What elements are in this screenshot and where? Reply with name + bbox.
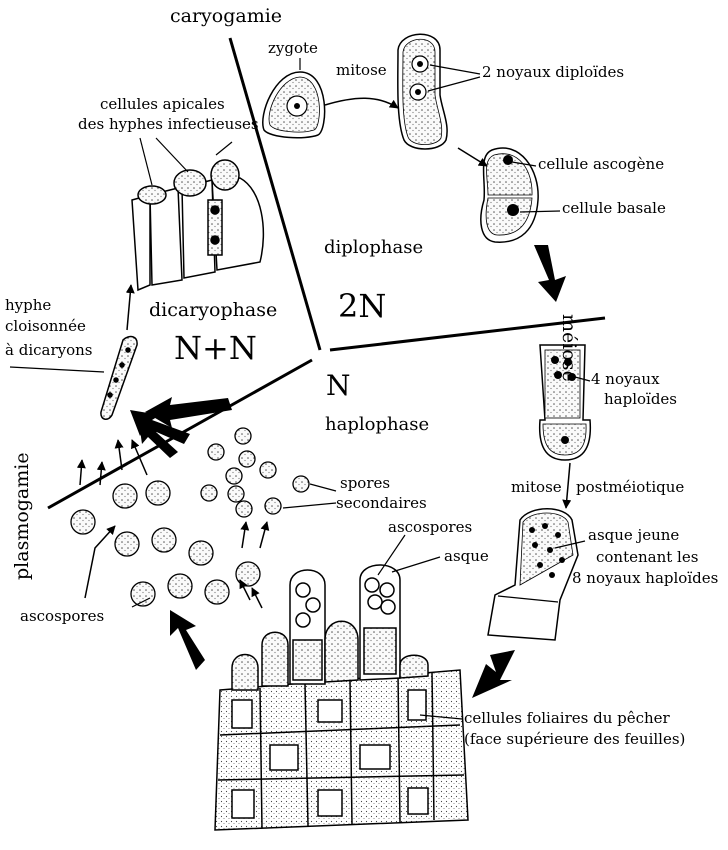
- cellule-basale-label: cellule basale: [562, 199, 666, 217]
- cellule-ascogene-label: cellule ascogène: [538, 155, 665, 173]
- cellules-foliaires-line2-label: (face supérieure des feuilles): [464, 730, 686, 748]
- mitose-postmeiotique-post: postméiotique: [576, 478, 685, 496]
- noyaux-diploides-label: 2 noyaux diploïdes: [482, 63, 625, 81]
- caryogamie-label: caryogamie: [170, 5, 283, 27]
- asci-on-leaf: [231, 564, 429, 691]
- cellules-foliaires-line1-label: cellules foliaires du pêcher: [464, 709, 670, 727]
- mitose-label: mitose: [336, 61, 387, 79]
- hyphae-cluster: [131, 159, 265, 292]
- cycle-arrows: [130, 245, 566, 698]
- hyphe-line3-label: à dicaryons: [5, 341, 93, 359]
- divider-caryogamie-line: [228, 37, 322, 351]
- meiose-label: méiose: [558, 314, 580, 382]
- hyphe-line2-label: cloisonnée: [5, 317, 86, 335]
- leader-lines: [9, 58, 591, 720]
- dicaryotic-hypha: [100, 335, 138, 420]
- zygote-cell: [262, 71, 326, 139]
- diplophase-label: diplophase: [324, 237, 424, 258]
- leaf-tissue: [214, 669, 469, 831]
- ascus-4-nuclei: [538, 344, 592, 461]
- haplophase-label: haplophase: [325, 414, 430, 435]
- noyaux-haploides-line2-label: haploïdes: [604, 390, 678, 408]
- ascus-8-nuclei: [487, 508, 579, 641]
- noyaux-haploides-line1-label: 4 noyaux: [591, 370, 660, 388]
- diplophase-ploidy: 2N: [338, 287, 387, 325]
- spores-secondaires-line2-label: secondaires: [336, 494, 427, 512]
- asque-label: asque: [444, 547, 489, 565]
- mitose-postmeiotique-mitose: mitose: [511, 478, 562, 496]
- ascospores-left-label: ascospores: [20, 607, 105, 625]
- secondary-spores: [200, 427, 310, 518]
- hyphe-line1-label: hyphe: [5, 296, 52, 314]
- ascogene-cell: [480, 147, 539, 243]
- zygote-label: zygote: [268, 39, 318, 57]
- haplophase-ploidy: N: [326, 369, 351, 402]
- mitose-cell: [397, 33, 448, 150]
- plasmogamie-label: plasmogamie: [11, 452, 33, 580]
- asque-jeune-line2-label: contenant les: [596, 548, 699, 566]
- apicales-line2-label: des hyphes infectieuses: [78, 115, 259, 133]
- asque-jeune-line1-label: asque jeune: [588, 526, 680, 544]
- spores-secondaires-line1-label: spores: [340, 474, 391, 492]
- dicaryophase-ploidy: N+N: [174, 329, 257, 367]
- ascospores-top-label: ascospores: [388, 518, 473, 536]
- asque-jeune-line3-label: 8 noyaux haploïdes: [572, 569, 719, 587]
- dicaryophase-label: dicaryophase: [149, 299, 278, 321]
- thin-arrows: [76, 97, 572, 609]
- apicales-line1-label: cellules apicales: [100, 95, 225, 113]
- divider-meiose-line: [329, 316, 606, 352]
